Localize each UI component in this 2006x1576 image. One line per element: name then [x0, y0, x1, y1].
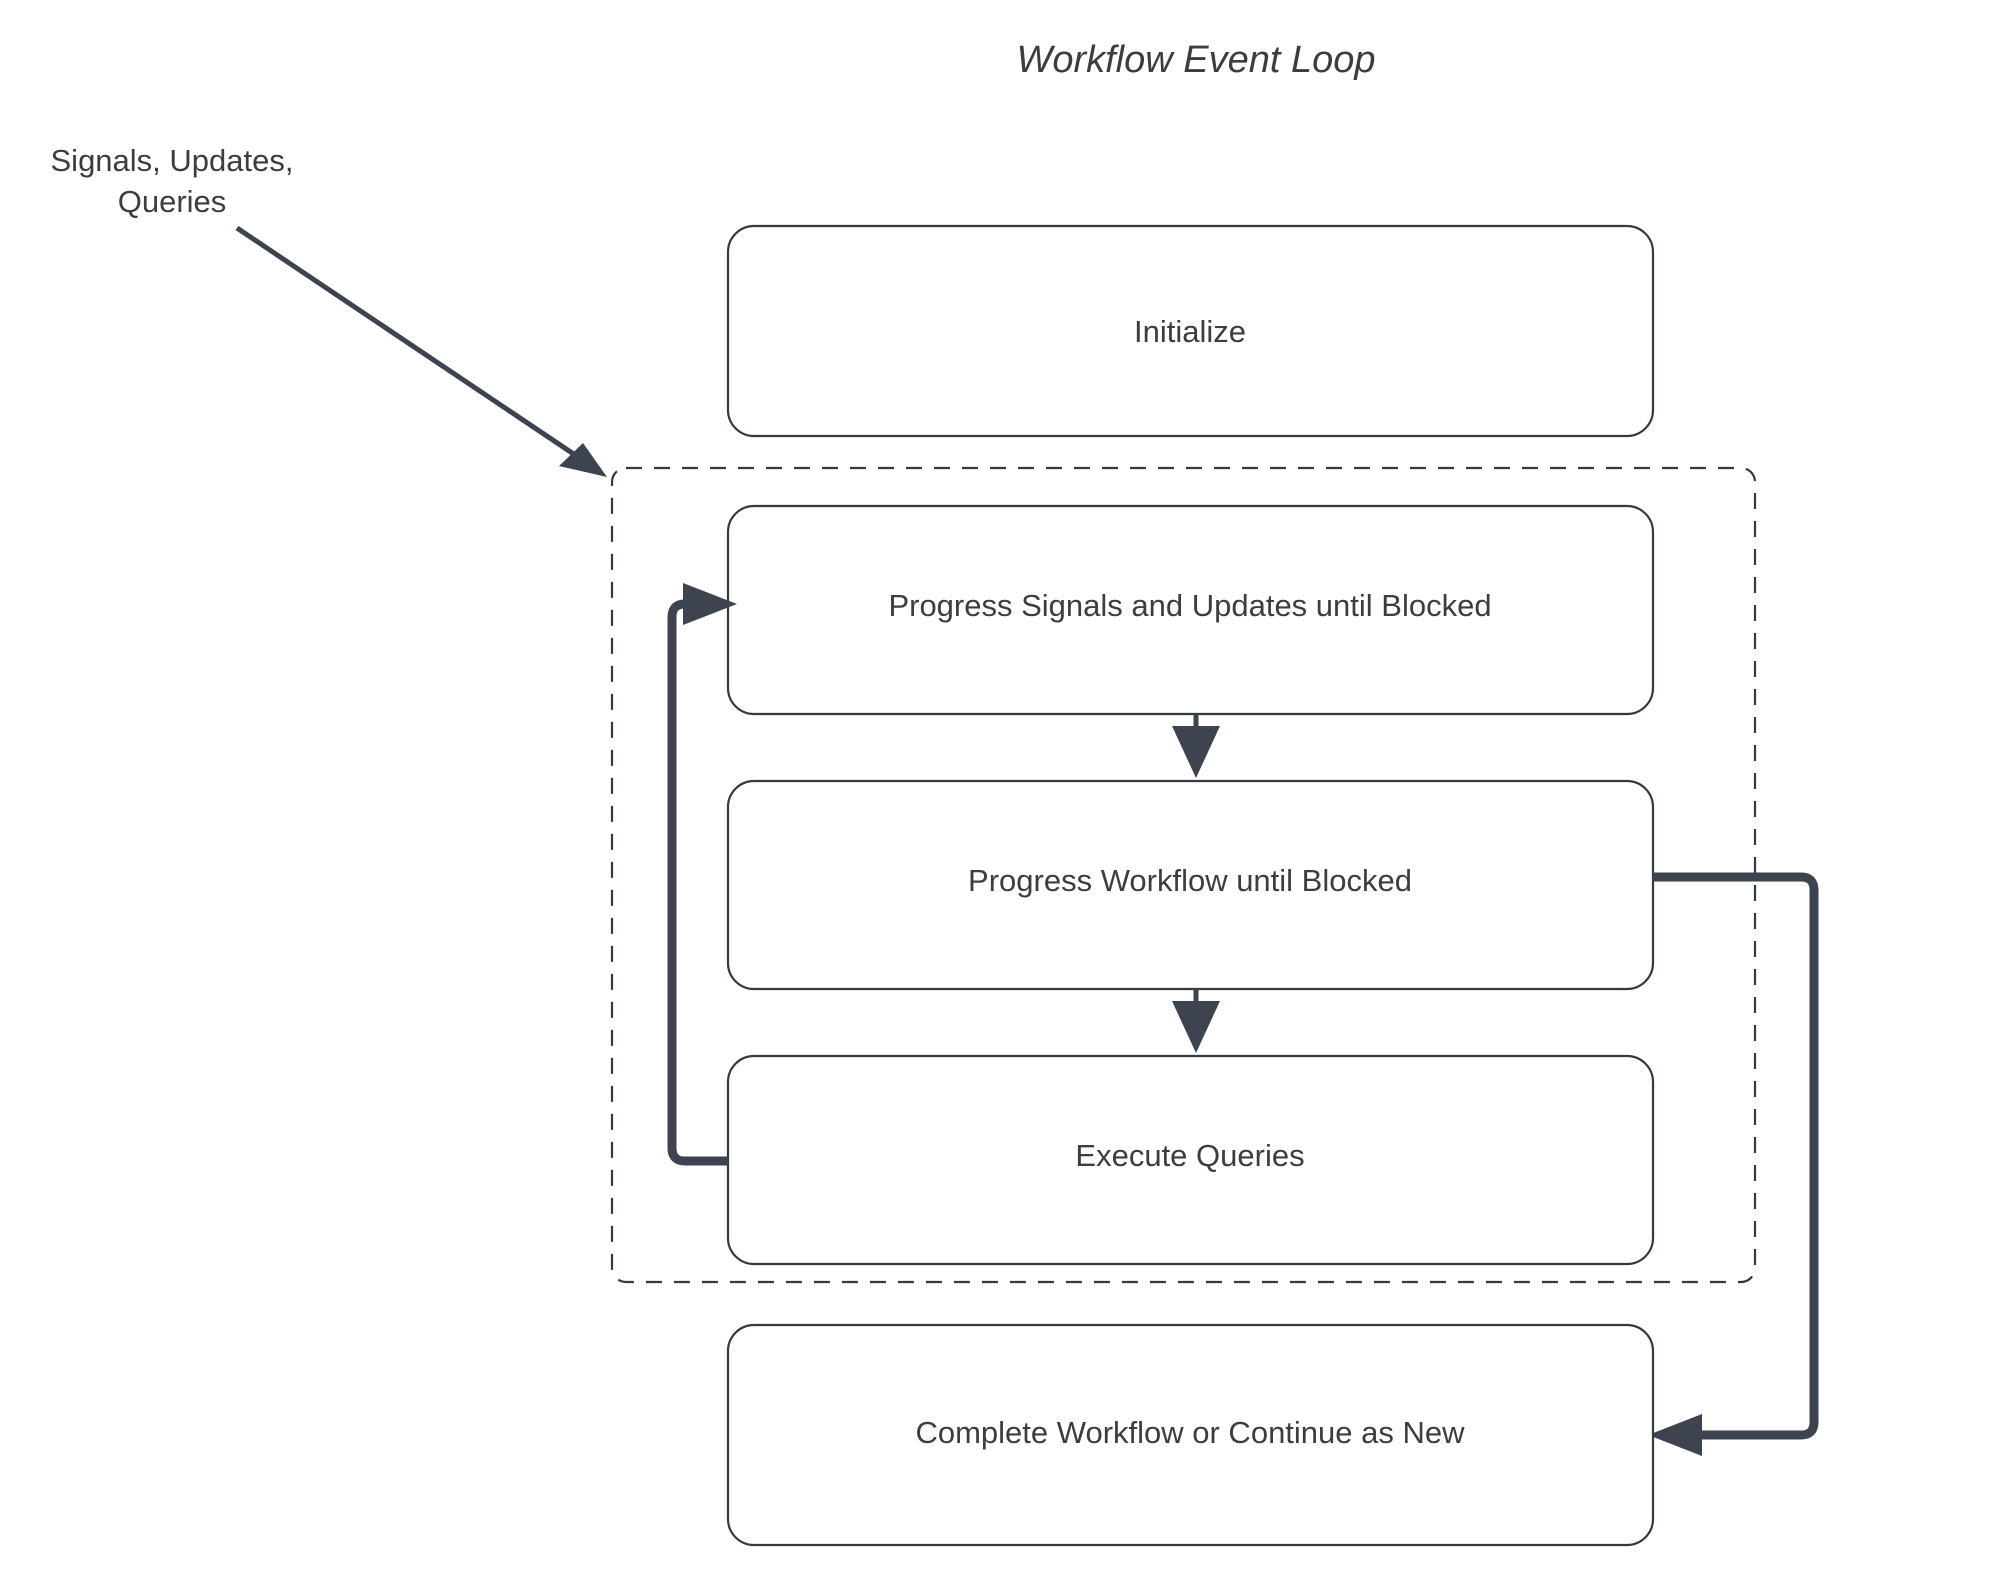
page-title: Workflow Event Loop	[1016, 39, 1375, 81]
feedback-loop-left-path	[667, 599, 728, 1166]
external-input-arrow-line	[235, 225, 592, 468]
node-execute-queries-label: Execute Queries	[1075, 1138, 1304, 1173]
node-progress-signals[interactable]	[726, 504, 1655, 716]
node-progress-workflow[interactable]	[726, 779, 1655, 991]
connector-signals-to-workflow-arrow	[1172, 726, 1220, 778]
node-progress-workflow-label: Progress Workflow until Blocked	[968, 863, 1412, 898]
external-input-arrow-head	[559, 443, 607, 477]
external-input-label-line1: Signals, Updates,	[51, 143, 294, 178]
connector-workflow-to-queries-arrow	[1172, 1001, 1220, 1053]
node-complete-workflow[interactable]	[726, 1323, 1655, 1547]
exit-loop-right-arrow	[1648, 1414, 1702, 1456]
node-initialize-label: Initialize	[1134, 314, 1246, 349]
node-initialize[interactable]	[726, 224, 1655, 438]
node-complete-workflow-label: Complete Workflow or Continue as New	[915, 1415, 1465, 1450]
exit-loop-right-path	[1653, 872, 1819, 1440]
external-input-label-line2: Queries	[118, 184, 227, 219]
event-loop-container	[610, 466, 1757, 1284]
feedback-loop-left-arrow	[683, 583, 737, 625]
node-progress-signals-label: Progress Signals and Updates until Block…	[888, 588, 1491, 623]
